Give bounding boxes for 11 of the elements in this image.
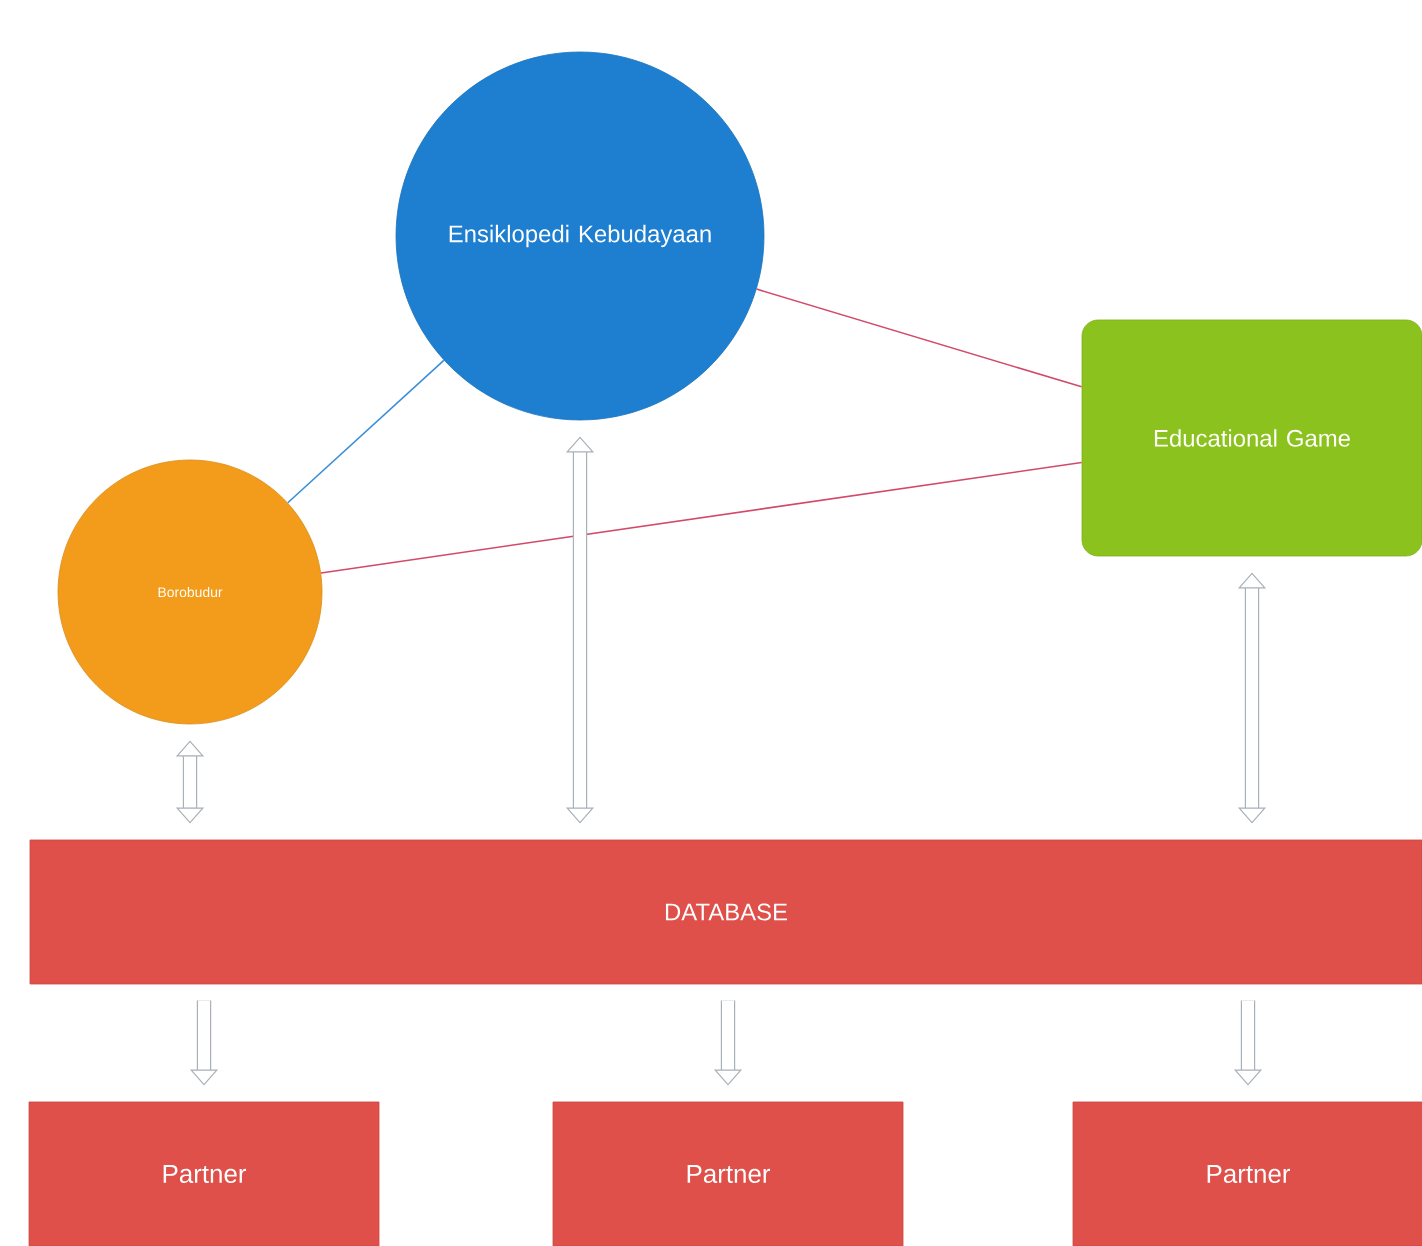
process-box: Partner xyxy=(552,1101,904,1246)
connector-line xyxy=(287,359,445,504)
block-arrow xyxy=(1237,572,1267,824)
module-box: Educational Game xyxy=(1081,319,1422,557)
process-box: Partner xyxy=(28,1101,380,1246)
process-box: Partner xyxy=(1072,1101,1422,1246)
block-arrow xyxy=(175,740,205,824)
block-arrow xyxy=(565,436,595,824)
connector-line xyxy=(320,461,1083,574)
process-box: DATABASE xyxy=(29,839,1422,985)
connector-line xyxy=(755,288,1083,388)
